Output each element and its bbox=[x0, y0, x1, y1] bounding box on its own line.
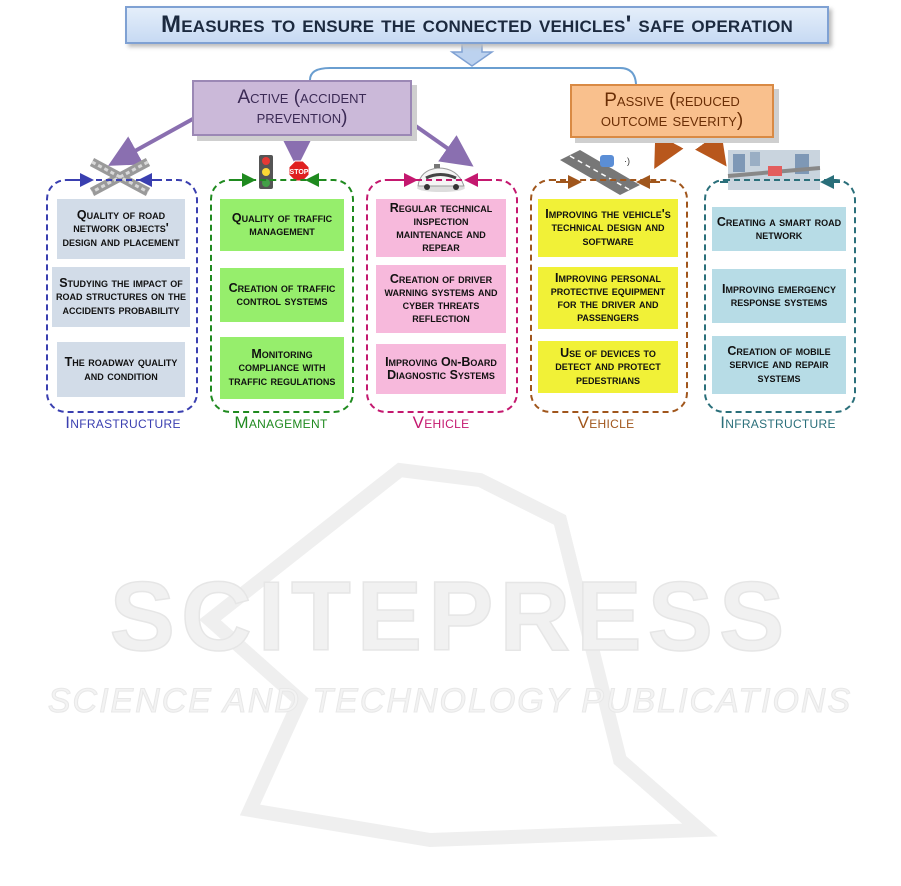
watermark-shape bbox=[199, 462, 718, 848]
measure-item: Quality of traffic management bbox=[220, 199, 344, 251]
watermark-brand: SCITEPRESS bbox=[110, 561, 791, 671]
svg-text:·): ·) bbox=[624, 156, 630, 166]
measure-item: Monitoring compliance with traffic regul… bbox=[220, 337, 344, 399]
measure-item: Creation of driver warning systems and c… bbox=[376, 265, 506, 333]
group-vehicle-passive: Improving the vehicle's technical design… bbox=[530, 179, 688, 413]
measure-item: Regular technical inspection maintenance… bbox=[376, 199, 506, 257]
group-management: Quality of traffic management Creation o… bbox=[210, 179, 354, 413]
measure-item: Creating a smart road network bbox=[712, 207, 846, 251]
title-down-arrow bbox=[449, 43, 495, 67]
branch-line-active bbox=[309, 67, 472, 81]
group-label-management: Management bbox=[234, 413, 328, 432]
active-arrow-infrastructure bbox=[107, 113, 201, 166]
active-category: Active (accident prevention) bbox=[192, 80, 412, 136]
measure-item: Improving personal protective equipment … bbox=[538, 267, 678, 329]
measure-item: Creation of traffic control systems bbox=[220, 268, 344, 322]
stop-sign-icon bbox=[288, 160, 310, 182]
group-vehicle-active: Regular technical inspection maintenance… bbox=[366, 179, 518, 413]
passive-arrow-infrastructure bbox=[695, 131, 727, 167]
group-label-infrastructure: Infrastructure bbox=[720, 413, 836, 432]
passive-arrow-vehicle bbox=[654, 133, 684, 170]
smart-city-icon bbox=[727, 150, 821, 190]
measure-item: Improving On-Board Diagnostic Systems bbox=[376, 344, 506, 394]
measure-item: Creation of mobile service and repair sy… bbox=[712, 336, 846, 394]
connected-car-icon bbox=[417, 164, 465, 192]
page-title: Measures to ensure the connected vehicle… bbox=[125, 6, 829, 44]
road-crossing-icon bbox=[89, 158, 151, 196]
measure-item: Studying the impact of road structures o… bbox=[52, 267, 190, 327]
road-car-icon: ·) bbox=[560, 150, 640, 195]
stop-sign-text: STOP bbox=[290, 169, 309, 176]
measure-item: Improving the vehicle's technical design… bbox=[538, 199, 678, 257]
group-label-vehicle: Vehicle bbox=[412, 413, 470, 432]
measure-item: Quality of road network objects' design … bbox=[57, 199, 185, 259]
measure-item: Use of devices to detect and protect ped… bbox=[538, 341, 678, 393]
group-label-vehicle: Vehicle bbox=[577, 413, 635, 432]
group-label-infrastructure: Infrastructure bbox=[65, 413, 181, 432]
watermark-tagline: SCIENCE AND TECHNOLOGY PUBLICATIONS bbox=[48, 682, 852, 720]
measure-item: The roadway quality and condition bbox=[57, 342, 185, 397]
passive-category: Passive (reduced outcome severity) bbox=[570, 84, 774, 138]
branch-line-passive bbox=[472, 67, 637, 85]
group-infrastructure-active: Quality of road network objects' design … bbox=[46, 179, 198, 413]
measure-item: Improving emergency response systems bbox=[712, 269, 846, 323]
group-infrastructure-passive: Creating a smart road network Improving … bbox=[704, 179, 856, 413]
